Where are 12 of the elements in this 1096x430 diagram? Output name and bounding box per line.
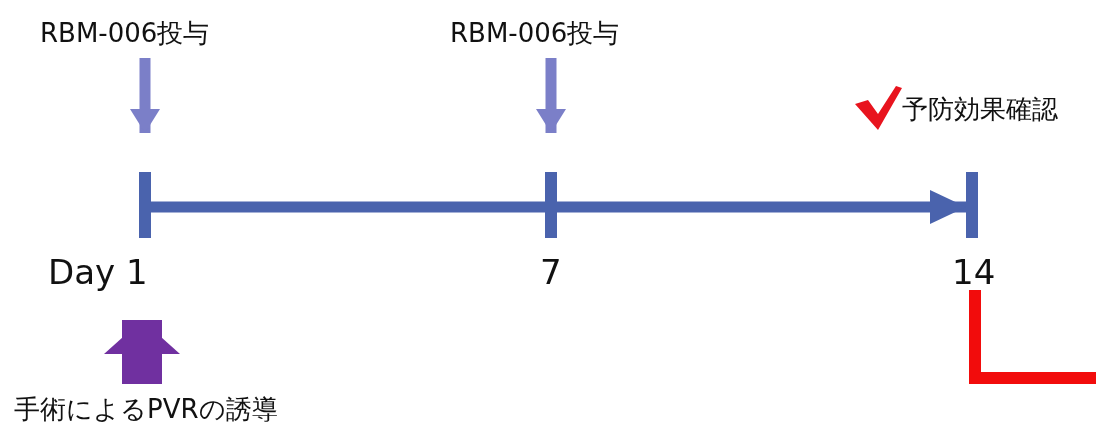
arrow — [130, 58, 160, 133]
arrow — [557, 190, 966, 224]
day-label: 7 — [540, 252, 562, 292]
surgery-label: 手術によるPVRの誘導 — [14, 394, 278, 424]
result-label: 予防効果確認 — [902, 93, 1058, 126]
dose-label: RBM-006投与 — [450, 18, 620, 48]
dose-label: RBM-006投与 — [40, 18, 210, 48]
day-label: 14 — [952, 252, 996, 292]
day-label: Day 1 — [48, 252, 148, 292]
timeline-line — [151, 201, 545, 213]
arrow — [536, 58, 566, 133]
arrow — [104, 320, 180, 384]
